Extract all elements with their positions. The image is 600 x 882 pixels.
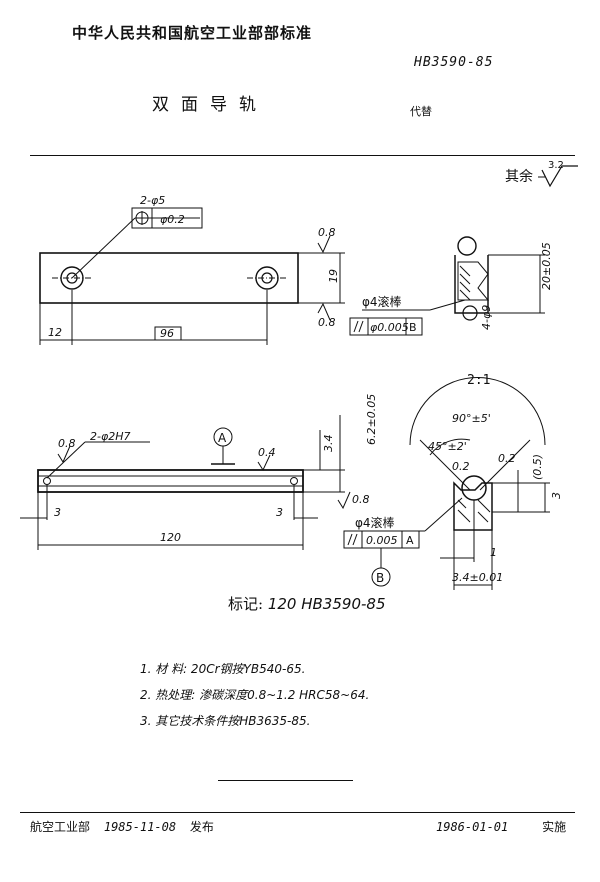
top-view: 2-φ5 φ0.2 19 0.8 0.8 12 96 (39, 194, 345, 345)
organization-title: 中华人民共和国航空工业部部标准 (72, 24, 313, 42)
issuer: 航空工业部 (30, 820, 91, 834)
effective-info: 1986-01-01 实施 (436, 818, 566, 835)
position-tolerance: φ0.2 (160, 213, 185, 226)
front-roughness-right: 0.8 (352, 493, 370, 506)
groove-angle-half: 45°±2' (428, 440, 467, 453)
groove-roughness-1: 0.2 (452, 460, 470, 473)
part-title: 双面导轨 (152, 95, 268, 115)
front-height-tolerance: 6.2±0.05 (365, 394, 378, 445)
marking-label: 标记: (228, 595, 264, 613)
pin-holes-callout: 2-φ2H7 (90, 430, 131, 443)
surface-finish-note: 其余 (505, 166, 533, 186)
effective-label: 实施 (542, 820, 567, 834)
front-roughness-mid: 0.4 (258, 446, 276, 459)
front-edge-right: 3 (276, 506, 283, 519)
groove-roughness-2: 0.2 (498, 452, 516, 465)
standard-number: HB3590-85 (414, 55, 494, 70)
section-datum: B (409, 321, 417, 334)
note-material: 1. 材 料: 20Cr钢按YB540-65. (140, 662, 306, 676)
section-hole-dimension: 4-φ9 (480, 305, 493, 330)
issue-date: 1985-11-08 (103, 820, 177, 834)
groove-width-tolerance: 3.4±0.01 (452, 571, 503, 584)
front-parallel-tolerance: 0.005 (366, 534, 398, 547)
datum-a-label: A (218, 431, 227, 445)
note-other-requirements: 3. 其它技术条件按HB3635-85. (140, 714, 311, 728)
section-parallel-tolerance: φ0.005 (370, 321, 409, 334)
surface-finish-label: 其余 (505, 169, 533, 185)
front-parallel-datum: A (406, 534, 414, 547)
roughness-bottom: 0.8 (318, 316, 336, 329)
marking-value: 120 HB3590-85 (267, 595, 386, 613)
surface-finish-symbol: 3.2 (538, 160, 578, 188)
groove-width-small: 1 (490, 546, 497, 559)
roughness-top: 0.8 (318, 226, 336, 239)
groove-depth: 3 (550, 492, 563, 499)
section-ball-label: φ4滚棒 (362, 294, 402, 309)
effective-date: 1986-01-01 (436, 820, 509, 834)
detail-scale: 2:1 (467, 373, 491, 388)
header-divider (30, 155, 575, 156)
replaces-label: 代替 (410, 105, 432, 118)
issue-label: 发布 (189, 820, 214, 834)
datum-b-label: B (376, 571, 384, 585)
spacing-dimension: 96 (160, 327, 174, 340)
groove-ref-dimension: (0.5) (531, 454, 544, 480)
section-height-dimension: 20±0.05 (540, 242, 553, 290)
footer-divider (20, 812, 575, 813)
groove-detail: 90°±5' 45°±2' 0.2 0.2 (0.5) 3 1 3.4±0.01 (409, 377, 563, 590)
front-height-small: 3.4 (322, 435, 335, 453)
section-detail: 20±0.05 4-φ9 φ4滚棒 φ0.005 B (349, 236, 553, 336)
notes-divider (218, 780, 353, 781)
width-dimension: 19 (327, 269, 340, 283)
offset-dimension: 12 (48, 326, 62, 339)
hole-callout: 2-φ5 (140, 194, 165, 207)
front-roughness-left: 0.8 (58, 437, 76, 450)
front-view: 2-φ2H7 0.8 A 0.4 3.4 6.2±0.05 0.8 3 3 12… (20, 394, 463, 587)
front-length: 120 (160, 531, 181, 544)
part-marking: 标记: 120 HB3590-85 (228, 593, 386, 614)
issue-info: 航空工业部 1985-11-08 发布 (30, 818, 214, 835)
front-ball-label: φ4滚棒 (355, 515, 395, 530)
surface-finish-value: 3.2 (548, 160, 564, 171)
groove-angle-total: 90°±5' (452, 412, 491, 425)
front-edge-left: 3 (54, 506, 61, 519)
note-heat-treatment: 2. 热处理: 渗碳深度0.8~1.2 HRC58~64. (140, 688, 370, 702)
